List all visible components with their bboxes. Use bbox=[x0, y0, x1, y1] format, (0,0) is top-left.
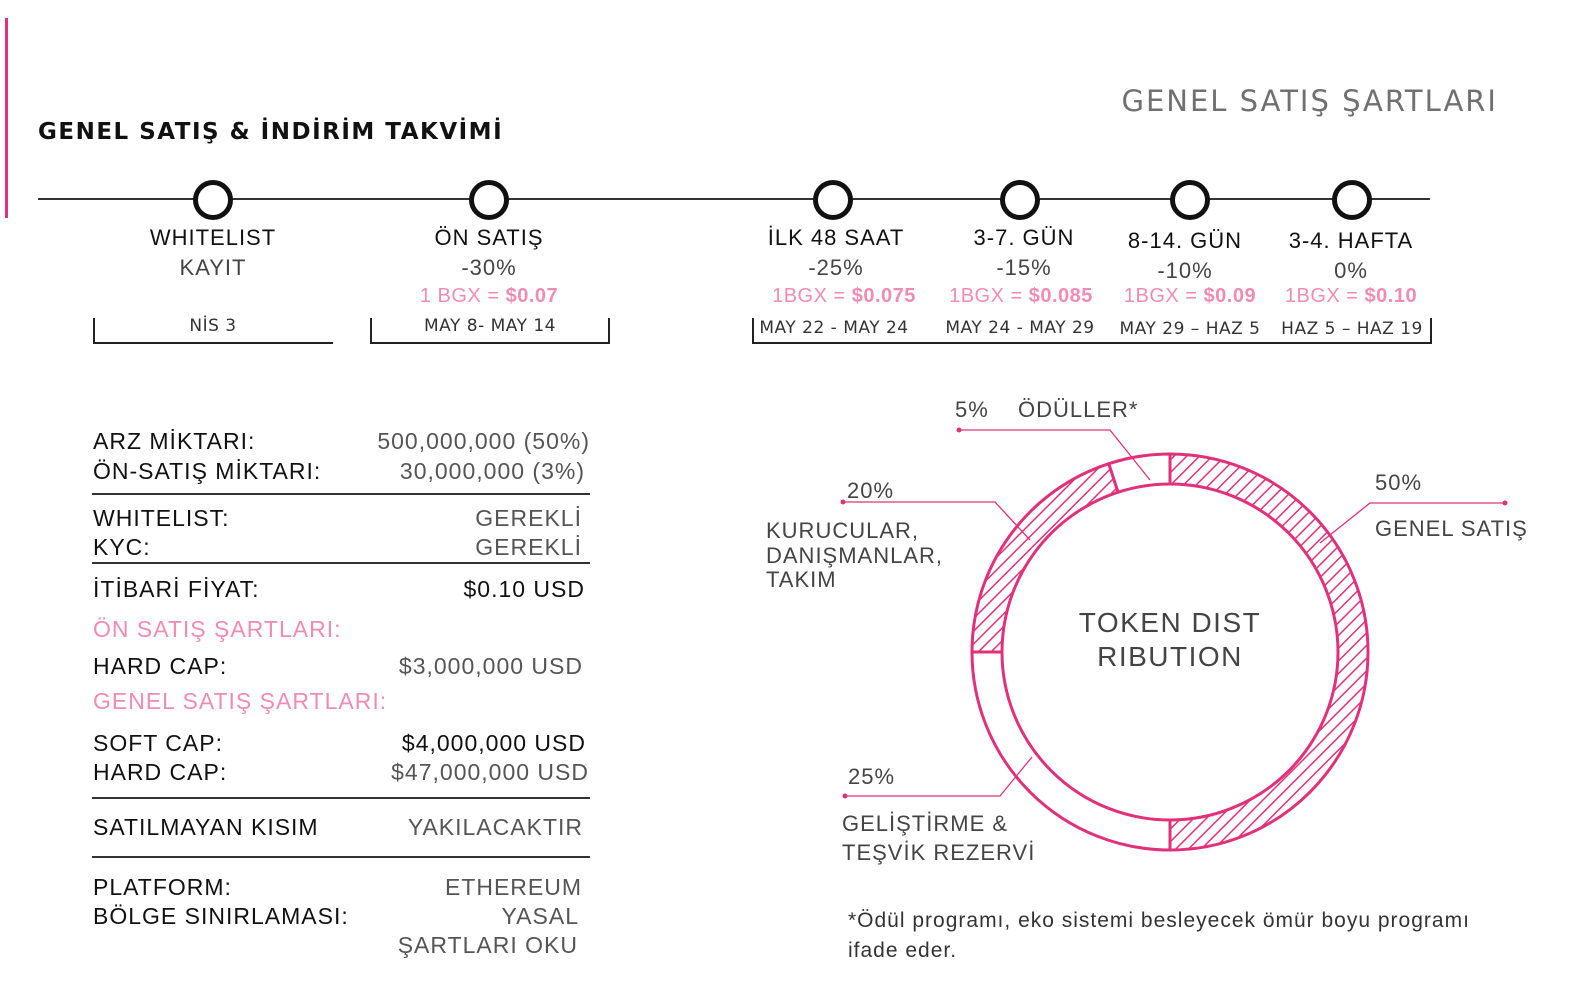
accent-bar bbox=[5, 18, 8, 218]
presale-terms-heading: ÖN SATIŞ ŞARTLARI: bbox=[93, 616, 342, 642]
timeline-line bbox=[38, 198, 1430, 200]
date-label: NİS 3 bbox=[189, 316, 237, 336]
segment-pct-development: 25% bbox=[848, 764, 896, 789]
kyc-value: GEREKLİ bbox=[475, 534, 582, 560]
hardcap-label: HARD CAP: bbox=[93, 759, 228, 785]
segment-label-development-1: GELİŞTİRME & bbox=[842, 811, 1009, 836]
segment-pct-general-sale: 50% bbox=[1375, 470, 1423, 495]
leader-dot-general-sale bbox=[1502, 500, 1508, 506]
supply-label: ARZ MİKTARI: bbox=[93, 428, 256, 454]
date-label: HAZ 5 – HAZ 19 bbox=[1281, 319, 1423, 339]
segment-label-development-2: TEŞVİK REZERVİ bbox=[842, 840, 1036, 865]
segment-pct-rewards: 5% bbox=[955, 397, 989, 422]
unsold-label: SATILMAYAN KISIM bbox=[93, 814, 319, 840]
region-label: BÖLGE SINIRLAMASI: bbox=[93, 903, 349, 929]
date-bracket-presale bbox=[370, 318, 610, 344]
segment-label-rewards: ÖDÜLLER* bbox=[1018, 397, 1139, 422]
platform-value: ETHEREUM bbox=[444, 874, 582, 900]
leader-line-development bbox=[845, 756, 1033, 797]
timeline-price: 1BGX = $0.09 bbox=[1123, 285, 1257, 307]
leader-dot-rewards bbox=[956, 427, 962, 433]
softcap-value: $4,000,000 USD bbox=[401, 730, 586, 756]
date-bracket-whitelist bbox=[93, 318, 333, 344]
presale-amount-label: ÖN-SATIŞ MİKTARI: bbox=[93, 458, 322, 484]
region-value: YASAL bbox=[501, 903, 579, 929]
leader-dot-founders bbox=[840, 499, 846, 505]
unsold-value: YAKILACAKTIR bbox=[407, 814, 583, 840]
timeline-price: 1BGX = $0.10 bbox=[1284, 285, 1418, 307]
segment-rewards bbox=[1106, 452, 1172, 495]
divider bbox=[92, 562, 590, 564]
region-value-cont: ŞARTLARI OKU bbox=[397, 932, 578, 958]
footnote: *Ödül programı, eko sistemi besleyecek ö… bbox=[848, 909, 1470, 962]
timeline-dot-first48 bbox=[813, 180, 853, 220]
timeline-label: ÖN SATIŞ bbox=[434, 225, 544, 250]
date-label: MAY 22 - MAY 24 bbox=[759, 318, 909, 338]
timeline-label: 8-14. GÜN bbox=[1127, 228, 1243, 253]
whitelist-value: GEREKLİ bbox=[475, 505, 582, 531]
general-terms-heading: GENEL SATIŞ ŞARTLARI: bbox=[93, 688, 388, 714]
price-value: $0.10 USD bbox=[463, 576, 585, 602]
timeline-sub: -10% bbox=[1157, 258, 1213, 283]
timeline-label: 3-4. HAFTA bbox=[1288, 228, 1414, 253]
timeline-dot-day8-14 bbox=[1170, 180, 1210, 220]
segment-general-sale bbox=[1168, 452, 1370, 852]
donut-center-label: TOKEN DISTRIBUTION bbox=[1078, 607, 1262, 672]
divider bbox=[92, 797, 590, 799]
timeline-price: 1BGX = $0.075 bbox=[772, 285, 916, 307]
timeline-sub: KAYIT bbox=[179, 255, 247, 280]
whitelist-label: WHITELIST: bbox=[93, 505, 230, 531]
timeline-dot-day3-7 bbox=[1000, 180, 1040, 220]
presale-hardcap-value: $3,000,000 USD bbox=[398, 653, 583, 679]
timeline-dot-whitelist bbox=[193, 180, 233, 220]
page-title: GENEL SATIŞ ŞARTLARI bbox=[1121, 84, 1498, 118]
divider bbox=[92, 493, 590, 495]
timeline-dot-presale bbox=[469, 180, 509, 220]
segment-label-founders-1: KURUCULAR, bbox=[766, 518, 920, 543]
segment-pct-founders: 20% bbox=[847, 478, 895, 503]
date-label: MAY 8- MAY 14 bbox=[423, 316, 557, 336]
presale-amount-value: 30,000,000 (3%) bbox=[399, 458, 585, 484]
leader-line-founders bbox=[843, 501, 1031, 541]
softcap-label: SOFT CAP: bbox=[93, 730, 223, 756]
date-bracket-public-sale bbox=[752, 318, 1432, 344]
platform-label: PLATFORM: bbox=[93, 874, 232, 900]
segment-label-founders-2: DANIŞMANLAR, bbox=[766, 543, 944, 568]
leader-line-rewards bbox=[959, 429, 1151, 481]
price-label: İTİBARİ FİYAT: bbox=[93, 576, 260, 602]
date-label: MAY 29 – HAZ 5 bbox=[1119, 319, 1261, 339]
leader-dot-development bbox=[842, 793, 848, 799]
timeline-label: İLK 48 SAAT bbox=[767, 225, 905, 250]
hardcap-value: $47,000,000 USD bbox=[391, 759, 589, 785]
date-label: MAY 24 - MAY 29 bbox=[945, 318, 1095, 338]
timeline-sub: -25% bbox=[808, 255, 864, 280]
timeline-price: 1 BGX = $0.07 bbox=[419, 285, 559, 307]
timeline-sub: 0% bbox=[1334, 258, 1368, 283]
divider bbox=[92, 856, 590, 858]
presale-hardcap-label: HARD CAP: bbox=[93, 653, 228, 679]
timeline-sub: -30% bbox=[461, 255, 517, 280]
timeline-label: 3-7. GÜN bbox=[973, 225, 1075, 250]
leader-line-general-sale bbox=[1319, 502, 1505, 544]
segment-label-founders-3: TAKIM bbox=[766, 567, 837, 592]
timeline-price: 1BGX = $0.085 bbox=[949, 285, 1093, 307]
timeline-dot-week3-4 bbox=[1332, 180, 1372, 220]
segment-label-general-sale: GENEL SATIŞ bbox=[1375, 516, 1528, 541]
kyc-label: KYC: bbox=[93, 534, 151, 560]
timeline-label: WHITELIST bbox=[149, 225, 277, 250]
timeline-sub: -15% bbox=[996, 255, 1052, 280]
section-title: GENEL SATIŞ & İNDİRİM TAKVİMİ bbox=[38, 119, 504, 145]
supply-value: 500,000,000 (50%) bbox=[377, 428, 590, 454]
